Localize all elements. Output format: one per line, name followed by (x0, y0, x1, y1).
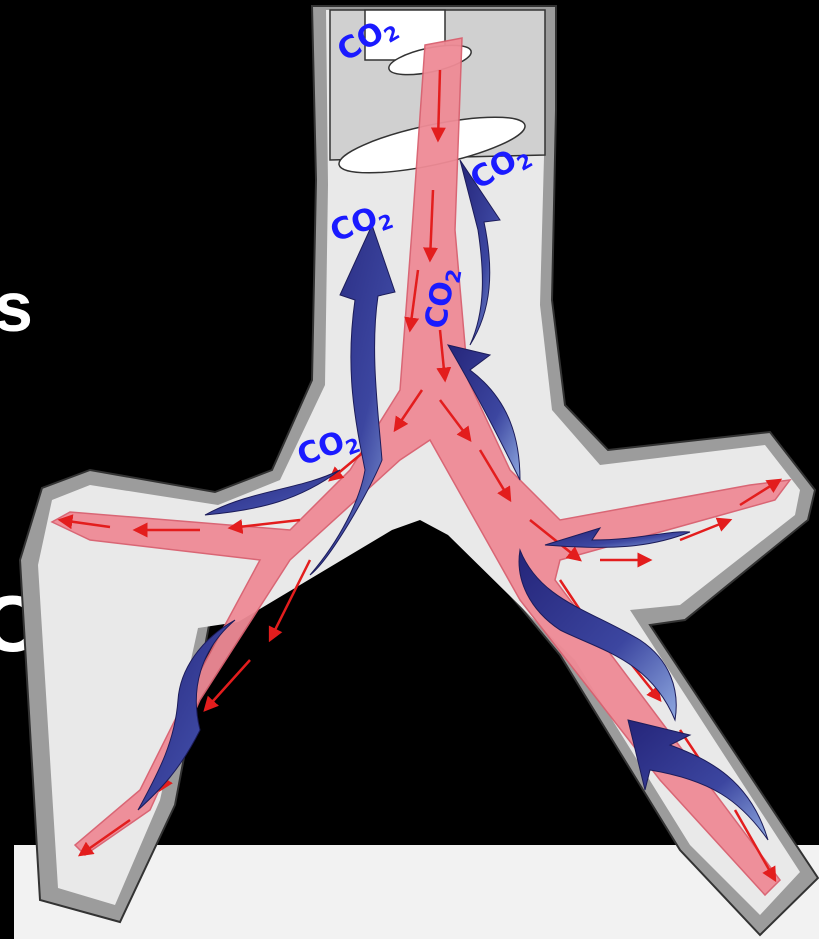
airway-diagram: CO2 CO2 CO2 CO2 CO2 (0, 0, 819, 939)
